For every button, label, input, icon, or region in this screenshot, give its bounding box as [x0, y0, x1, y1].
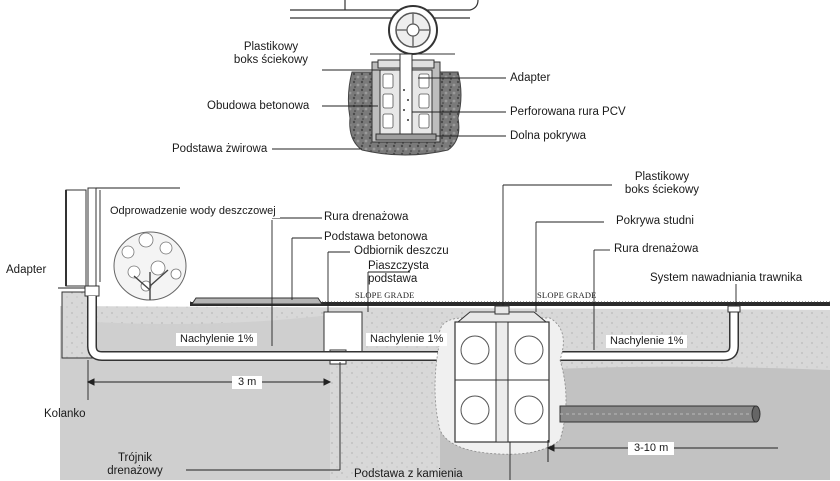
main-box-label: Plastikowy boks ściekowy — [624, 171, 700, 196]
elbow-label: Kolanko — [44, 408, 86, 420]
distance-label-2: 3-10 m — [628, 442, 675, 455]
top-plastic-box — [375, 53, 437, 141]
top-housing-label: Obudowa betonowa — [207, 100, 310, 112]
drain-pipe-label-1: Rura drenażowa — [324, 211, 409, 223]
bush-icon — [113, 231, 187, 301]
top-adapter-label: Adapter — [510, 72, 551, 84]
slope-label-1: Nachylenie 1% — [176, 333, 258, 346]
lawn-irrigation-label: System nawadniania trawnika — [650, 272, 803, 284]
downspout — [84, 187, 100, 309]
tee-label: Trójnik drenażowy — [107, 452, 163, 477]
sand-base-label: Piaszczysta podstawa — [368, 260, 429, 285]
top-box-label: Plastikowy boks ściekowy — [233, 41, 309, 66]
perforated-drain-extension — [559, 405, 761, 423]
car-wheel-icon — [388, 5, 438, 55]
slope-label-2: Nachylenie 1% — [366, 333, 448, 346]
top-leader-lines — [272, 69, 506, 150]
slope-label-3: Nachylenie 1% — [606, 335, 688, 348]
well-cover-label: Pokrywa studni — [616, 215, 694, 227]
slope-grade-label-1: SLOPE GRADE — [355, 290, 415, 300]
top-bottom-cover-label: Dolna pokrywa — [510, 130, 587, 142]
drain-pipe — [87, 296, 741, 361]
main-plastic-box — [454, 305, 550, 443]
car-silhouette — [290, 0, 479, 19]
rain-receiver-label: Odbiornik deszczu — [354, 245, 449, 257]
top-pipe-label: Perforowana rura PCV — [510, 106, 626, 118]
main-adapter-label: Adapter — [6, 264, 47, 276]
distance-label-1: 3 m — [232, 376, 263, 389]
main-leader-lines — [58, 184, 737, 480]
slope-grade-label-2: SLOPE GRADE — [537, 290, 597, 300]
dimension-lines — [86, 378, 778, 462]
concrete-base-label: Podstawa betonowa — [324, 231, 428, 243]
stone-base-label: Podstawa z kamienia — [354, 468, 463, 480]
drain-pipe-label-2: Rura drenażowa — [614, 243, 699, 255]
concrete-slab — [191, 297, 323, 305]
gutter-drain-label: Odprowadzenie wody deszczowej — [106, 205, 280, 218]
top-gravel-base-label: Podstawa żwirowa — [172, 143, 268, 155]
